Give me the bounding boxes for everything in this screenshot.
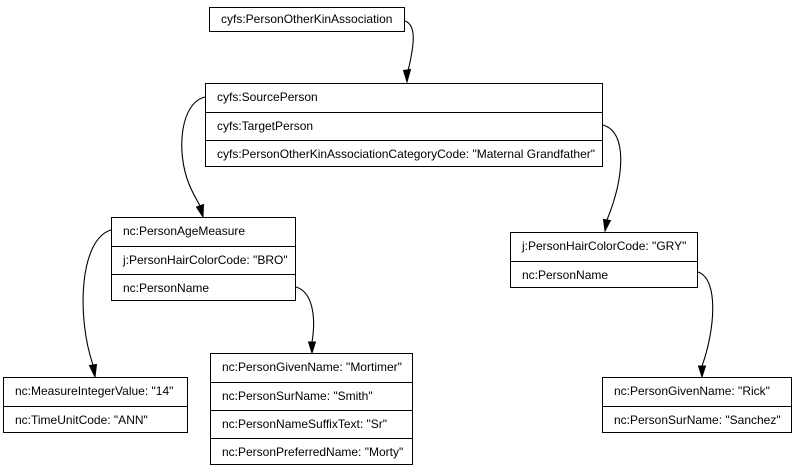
node-row-sur-name: nc:PersonSurName: "Smith" (211, 382, 412, 410)
node-row-category-code: cyfs:PersonOtherKinAssociationCategoryCo… (206, 140, 602, 168)
edge-association-to-kin (402, 20, 414, 84)
edge-agemeasure (82, 229, 112, 379)
node-source-person-name: nc:PersonGivenName: "Mortimer" nc:Person… (210, 353, 413, 465)
node-target-person-name: nc:PersonGivenName: "Rick" nc:PersonSurN… (602, 377, 792, 433)
node-row-measure-integer-value: nc:MeasureIntegerValue: "14" (15, 384, 174, 398)
node-row-age-measure: nc:PersonAgeMeasure (123, 224, 246, 238)
node-row-target-person: cyfs:TargetPerson (206, 112, 602, 140)
node-row-hair-color: j:PersonHairColorCode: "BRO" (112, 246, 295, 274)
node-row-person-name: nc:PersonName (511, 261, 697, 289)
node-row-hair-color: j:PersonHairColorCode: "GRY" (522, 239, 687, 253)
node-row-person-name: nc:PersonName (112, 274, 295, 302)
node-row: cyfs:PersonOtherKinAssociation (221, 12, 393, 26)
node-row-given-name: nc:PersonGivenName: "Rick" (614, 384, 770, 398)
edge-target-personname (697, 271, 714, 379)
edge-targetperson-to-person (602, 124, 622, 233)
node-row-time-unit-code: nc:TimeUnitCode: "ANN" (4, 406, 187, 434)
edge-source-personname (295, 286, 317, 355)
node-age-measure: nc:MeasureIntegerValue: "14" nc:TimeUnit… (3, 377, 188, 433)
node-source-person: nc:PersonAgeMeasure j:PersonHairColorCod… (111, 217, 296, 301)
node-kin-association-record: cyfs:SourcePerson cyfs:TargetPerson cyfs… (205, 83, 603, 167)
node-row-preferred-name: nc:PersonPreferredName: "Morty" (211, 438, 412, 466)
edge-sourceperson-to-person (181, 96, 206, 219)
node-person-other-kin-association: cyfs:PersonOtherKinAssociation (209, 7, 405, 32)
node-target-person: j:PersonHairColorCode: "GRY" nc:PersonNa… (510, 232, 698, 288)
node-row-given-name: nc:PersonGivenName: "Mortimer" (222, 360, 402, 374)
node-row-source-person: cyfs:SourcePerson (217, 90, 318, 104)
node-row-sur-name: nc:PersonSurName: "Sanchez" (603, 406, 791, 434)
node-row-suffix-text: nc:PersonNameSuffixText: "Sr" (211, 410, 412, 438)
